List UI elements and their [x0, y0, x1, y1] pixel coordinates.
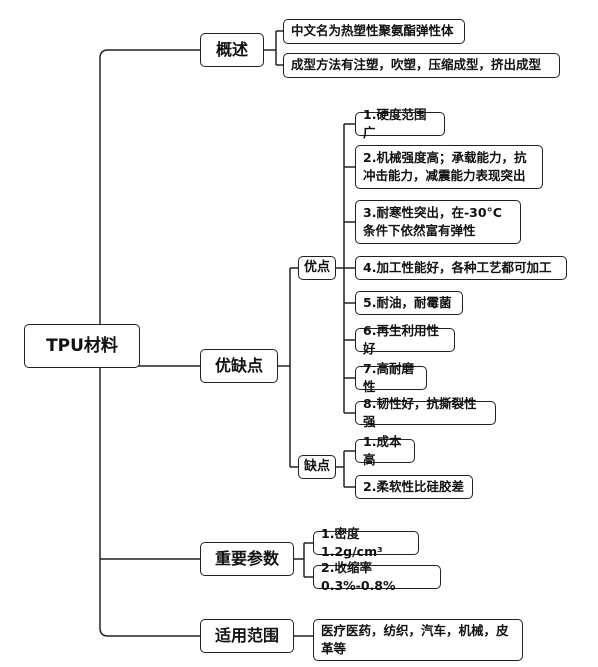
cons-node[interactable]: 缺点 — [298, 455, 336, 479]
params-item-2[interactable]: 2.收缩率0.3%-0.8% — [313, 560, 441, 593]
params-item-1[interactable]: 1.密度1.2g/cm³ — [313, 526, 419, 559]
pros-item-5[interactable]: 5.耐油，耐霉菌 — [355, 291, 463, 315]
cons-item-1[interactable]: 1.成本高 — [355, 434, 415, 467]
root-node[interactable]: TPU材料 — [24, 324, 140, 368]
branch-pros-cons[interactable]: 优缺点 — [200, 349, 278, 383]
applications-item-1[interactable]: 医疗医药，纺织，汽车，机械，皮革等 — [313, 619, 523, 661]
overview-item-2[interactable]: 成型方法有注塑，吹塑，压缩成型，挤出成型 — [283, 53, 560, 78]
pros-item-8[interactable]: 8.韧性好，抗撕裂性强 — [355, 396, 496, 429]
pros-node[interactable]: 优点 — [298, 256, 336, 280]
branch-applications[interactable]: 适用范围 — [200, 619, 294, 653]
pros-item-2[interactable]: 2.机械强度高；承载能力，抗冲击能力，减震能力表现突出 — [355, 145, 543, 189]
branch-overview[interactable]: 概述 — [200, 33, 264, 67]
overview-item-1[interactable]: 中文名为热塑性聚氨酯弹性体 — [283, 19, 465, 44]
pros-item-1[interactable]: 1.硬度范围广 — [355, 107, 445, 140]
branch-params[interactable]: 重要参数 — [200, 542, 294, 576]
cons-item-2[interactable]: 2.柔软性比硅胶差 — [355, 475, 473, 499]
pros-item-3[interactable]: 3.耐寒性突出，在-30°C条件下依然富有弹性 — [355, 200, 521, 244]
pros-item-6[interactable]: 6.再生利用性好 — [355, 323, 455, 356]
pros-item-7[interactable]: 7.高耐磨性 — [355, 361, 427, 394]
pros-item-4[interactable]: 4.加工性能好，各种工艺都可加工 — [355, 256, 567, 280]
